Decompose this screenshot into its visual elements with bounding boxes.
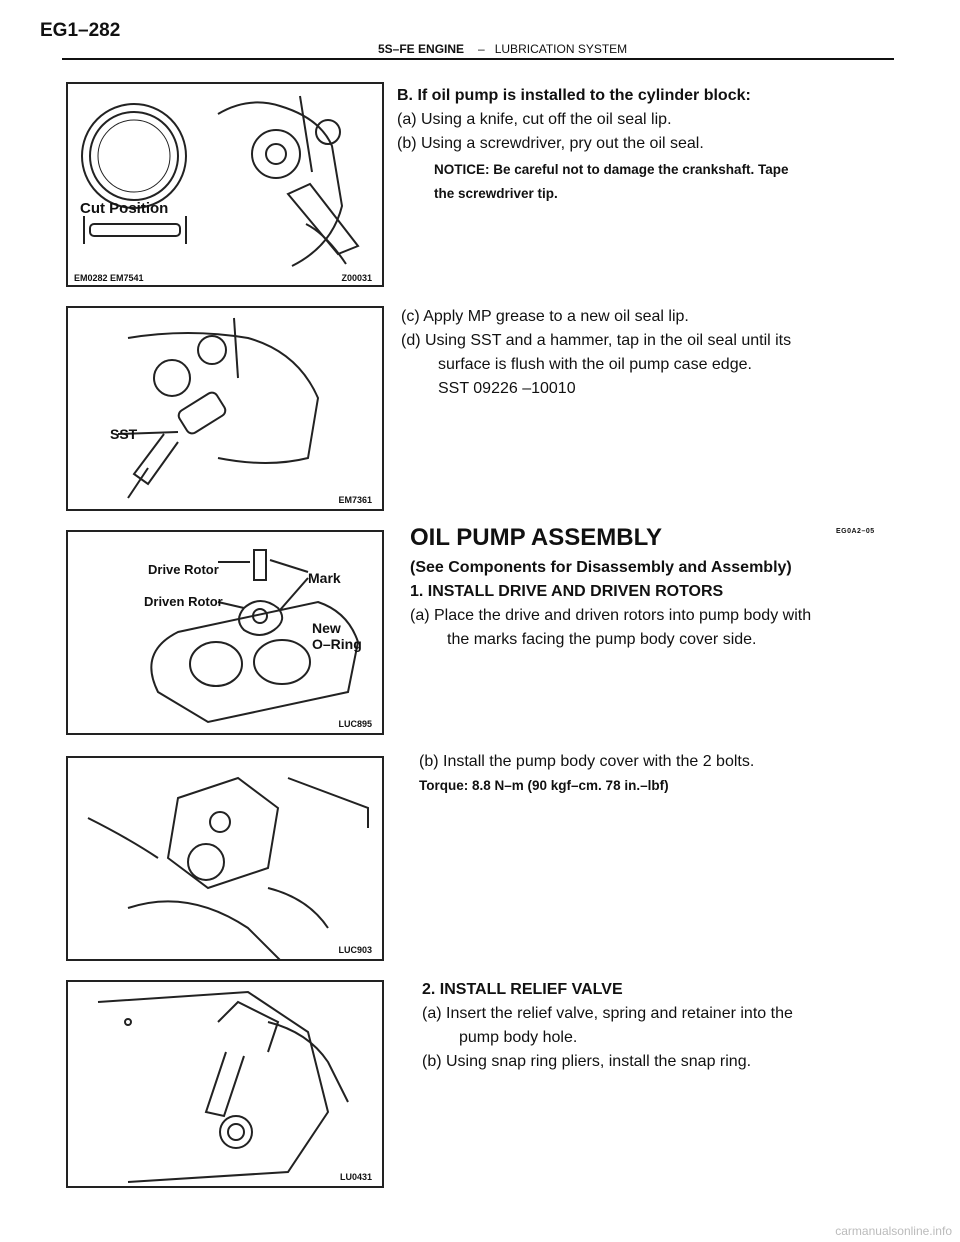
section-separator: – (478, 42, 485, 56)
footer-watermark: carmanualsonline.info (835, 1224, 952, 1238)
sst-number: SST 09226 –10010 (438, 380, 576, 397)
notice-line-2: the screwdriver tip. (434, 186, 558, 201)
figure-code: EM0282 EM7541 (74, 273, 144, 283)
figure-cut-oil-seal-drawing (81, 95, 360, 267)
header-rule (62, 58, 894, 60)
section-b-heading: B. If oil pump is installed to the cylin… (397, 87, 751, 104)
torque-spec: Torque: 8.8 N–m (90 kgf–cm. 78 in.–lbf) (419, 778, 669, 793)
figure-sst-install-seal: SST EM7361 (66, 306, 384, 511)
figure-code: EM7361 (338, 495, 372, 505)
figure-sst-install-seal-drawing (117, 317, 320, 499)
step-b-pry-seal: (b) Using a screwdriver, pry out the oil… (397, 135, 704, 152)
step-c-grease: (c) Apply MP grease to a new oil seal li… (401, 308, 689, 325)
figure-pump-cover-drawing (87, 776, 369, 959)
figure-code: Z00031 (341, 273, 372, 283)
relief-step-a-line-1: (a) Insert the relief valve, spring and … (422, 1005, 793, 1022)
section-c: (c) Apply MP grease to a new oil seal li… (401, 305, 791, 401)
figure-pump-cover: LUC903 (66, 756, 384, 961)
section-header: 5S–FE ENGINE–LUBRICATION SYSTEM (378, 42, 627, 56)
section-title: LUBRICATION SYSTEM (494, 42, 628, 56)
step-2-title: 2. INSTALL RELIEF VALVE (422, 981, 623, 998)
step-d-line-1: (d) Using SST and a hammer, tap in the o… (401, 332, 792, 349)
assembly-ref-code: EG0A2–05 (836, 528, 875, 535)
relief-step-b: (b) Using snap ring pliers, install the … (422, 1053, 752, 1070)
section-engine: 5S–FE ENGINE (378, 42, 465, 56)
figure-code: LU0431 (339, 1172, 372, 1182)
figure-code: LUC895 (338, 719, 372, 729)
figure-rotors-drawing (150, 549, 360, 724)
assembly-section: OIL PUMP ASSEMBLY (See Components for Di… (410, 522, 811, 652)
assembly-title: OIL PUMP ASSEMBLY (410, 524, 663, 551)
label-mark: Mark (308, 570, 341, 586)
assembly-subtitle: (See Components for Disassembly and Asse… (410, 559, 792, 576)
figure-relief-valve-drawing (97, 990, 349, 1183)
step-a-cut-seal: (a) Using a knife, cut off the oil seal … (397, 111, 672, 128)
label-driven-rotor: Driven Rotor (144, 594, 223, 609)
notice-line-1: NOTICE: Be careful not to damage the cra… (434, 162, 789, 177)
page-id: EG1–282 (40, 20, 121, 41)
label-drive-rotor: Drive Rotor (148, 562, 219, 577)
relief-section: 2. INSTALL RELIEF VALVE (a) Insert the r… (422, 978, 793, 1074)
step-d-line-2: surface is flush with the oil pump case … (438, 356, 752, 373)
label-o-ring: O–Ring (312, 636, 362, 652)
figure-code: LUC903 (338, 945, 372, 955)
figure-cut-oil-seal: Cut Position EM0282 EM7541 Z00031 (66, 82, 384, 287)
step-1-title: 1. INSTALL DRIVE AND DRIVEN ROTORS (410, 583, 724, 600)
label-sst: SST (110, 426, 138, 442)
label-new: New (312, 620, 341, 636)
cover-section: (b) Install the pump body cover with the… (419, 750, 754, 774)
label-cut-position: Cut Position (80, 200, 169, 217)
step-b-cover: (b) Install the pump body cover with the… (419, 753, 755, 770)
step-1a-line-2: the marks facing the pump body cover sid… (447, 631, 757, 648)
section-b: B. If oil pump is installed to the cylin… (397, 84, 789, 208)
relief-step-a-line-2: pump body hole. (459, 1029, 578, 1046)
figure-rotors: Drive Rotor Driven Rotor Mark New O–Ring… (66, 530, 384, 735)
step-1a-line-1: (a) Place the drive and driven rotors in… (410, 607, 812, 624)
figure-relief-valve: LU0431 (66, 980, 384, 1188)
